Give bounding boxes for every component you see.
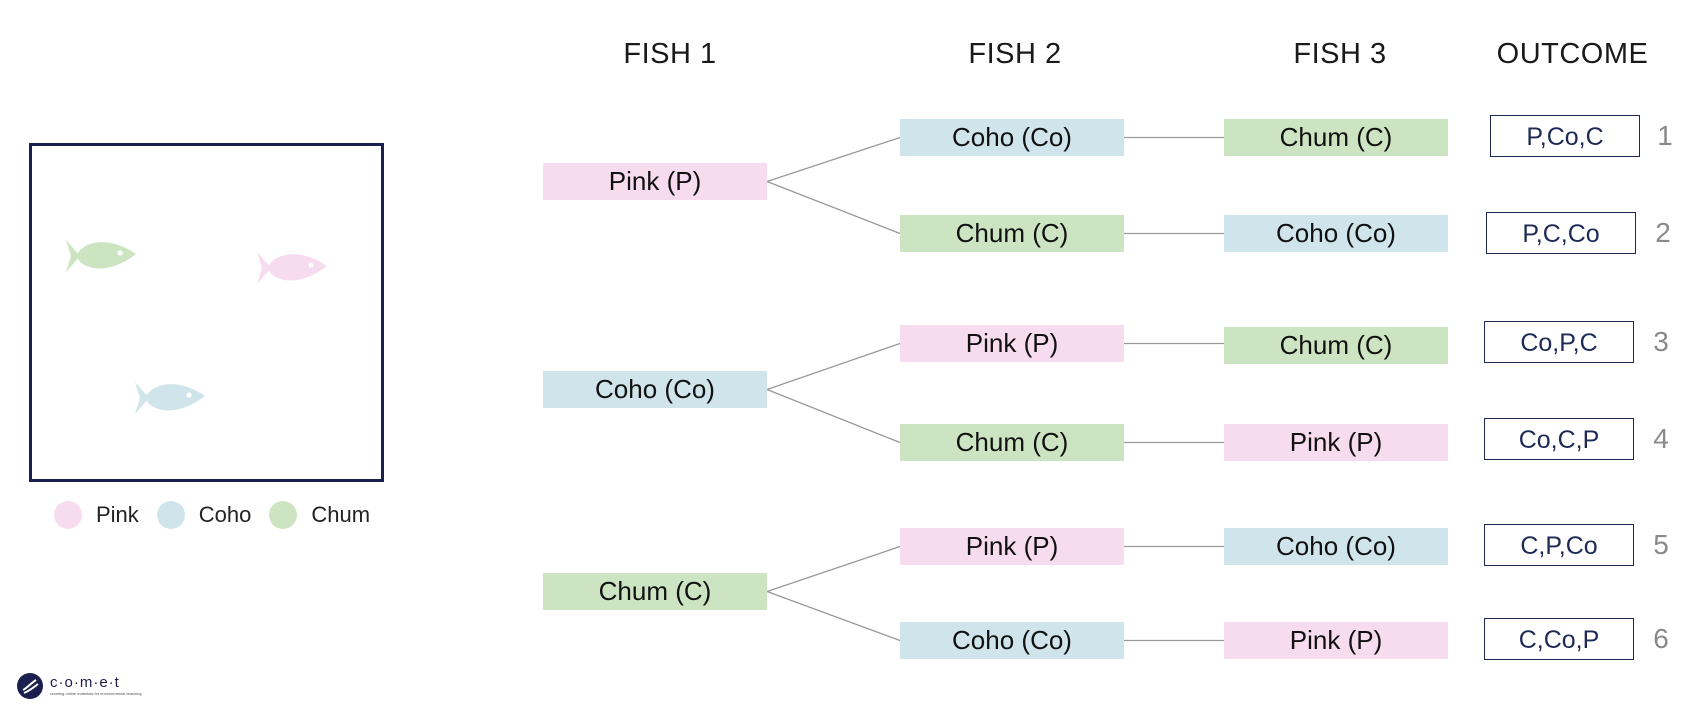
connector-line [766,590,901,642]
fish3-node: Coho (Co) [1224,528,1448,565]
comet-logo-icon [17,673,43,699]
outcome-box: P,C,Co [1486,212,1636,254]
fish1-node-chum: Chum (C) [543,573,767,610]
fish2-node: Coho (Co) [900,119,1124,156]
fish-tank [29,143,384,482]
chum-fish-icon [66,240,136,272]
connector-line [766,136,901,183]
fish2-node: Pink (P) [900,325,1124,362]
legend-label: Pink [96,502,139,527]
legend-label: Chum [311,502,371,527]
header-outcome: OUTCOME [1496,38,1649,70]
legend-dot-coho [156,501,185,529]
fish3-node: Chum (C) [1224,119,1448,156]
legend-item-pink: Pink [54,501,139,529]
outcome-box: C,Co,P [1484,618,1634,660]
connector-line [766,342,901,391]
header-fish3: FISH 3 [1293,38,1387,70]
outcome-number: 6 [1653,623,1669,654]
outcome-box: Co,P,C [1484,321,1634,363]
fish-legend: Pink Coho Chum [54,499,388,531]
outcome-number: 3 [1653,326,1669,357]
fish2-node: Pink (P) [900,528,1124,565]
coho-fish-icon [135,382,205,414]
logo-name: c·o·m·e·t [50,674,120,691]
fish2-node: Chum (C) [900,215,1124,252]
legend-item-chum: Chum [269,501,370,529]
outcome-box: P,Co,C [1490,115,1640,157]
outcome-number: 2 [1655,217,1671,248]
fish3-node: Coho (Co) [1224,215,1448,252]
comet-logo: c·o·m·e·t creating online materials for … [16,672,142,700]
outcome-number: 4 [1653,423,1669,454]
header-fish1: FISH 1 [623,38,717,70]
connector-line [766,545,901,593]
connector-line [766,180,901,235]
header-fish2: FISH 2 [968,38,1062,70]
fish3-node: Pink (P) [1224,424,1448,461]
legend-label: Coho [198,502,252,527]
outcome-box: Co,C,P [1484,418,1634,460]
fish1-node-pink: Pink (P) [543,163,767,200]
legend-item-coho: Coho [156,501,252,529]
outcome-number: 1 [1657,120,1673,151]
fish3-node: Pink (P) [1224,622,1448,659]
outcome-number: 5 [1653,529,1669,560]
fish2-node: Coho (Co) [900,622,1124,659]
logo-tagline: creating online materials for environmen… [50,691,142,696]
fish2-node: Chum (C) [900,424,1124,461]
pink-fish-icon [257,252,327,284]
connector-line [766,388,901,444]
legend-dot-chum [269,501,298,529]
outcome-box: C,P,Co [1484,524,1634,566]
fish3-node: Chum (C) [1224,327,1448,364]
fish1-node-coho: Coho (Co) [543,371,767,408]
legend-dot-pink [54,501,82,529]
